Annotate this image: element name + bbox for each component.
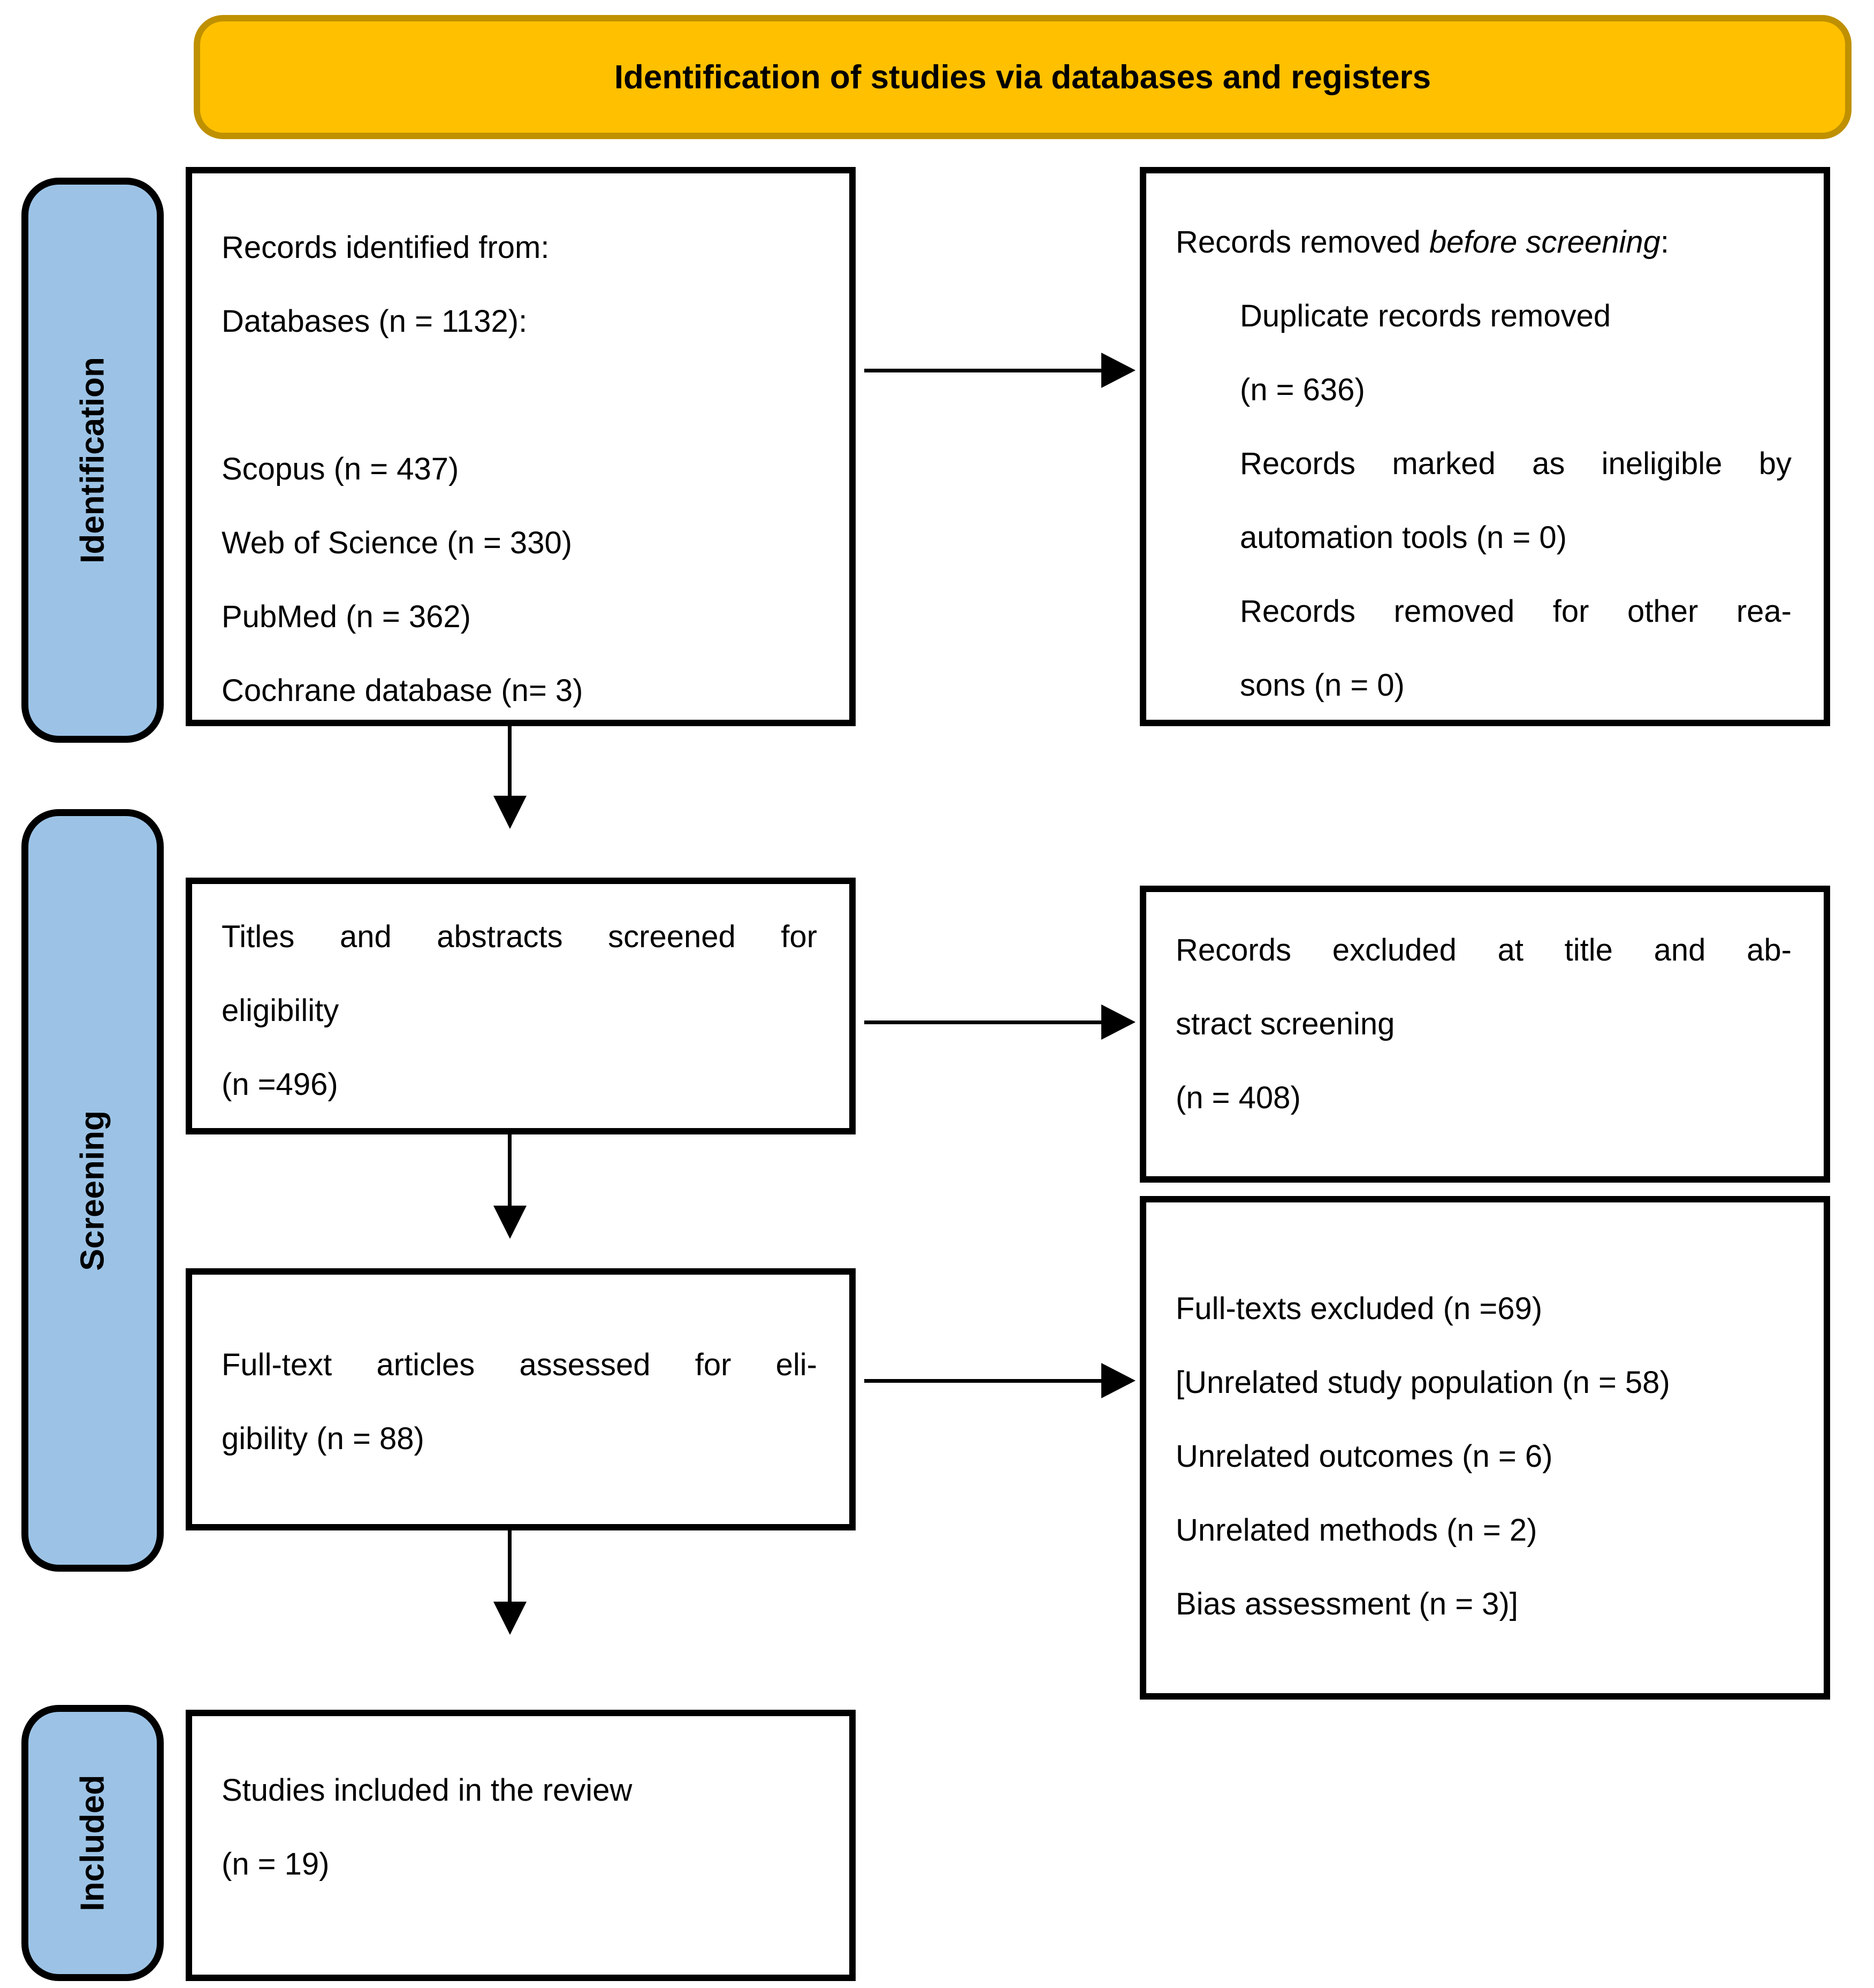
box-line-segment: Web of Science (n = 330) [222, 525, 573, 560]
box-line-segment: Records removed [1176, 225, 1429, 260]
box-line-segment: sons (n = 0) [1240, 668, 1405, 703]
box-line: Databases (n = 1132): [222, 285, 817, 359]
box-line-segment: Databases (n = 1132): [222, 304, 528, 339]
box-line-segment: (n = 19) [222, 1847, 330, 1882]
stage-screening-label: Screening [74, 1110, 111, 1271]
box-line: Full-text articles assessed for eli- [222, 1328, 817, 1402]
box-line-segment: Studies included in the review [222, 1773, 633, 1808]
records-removed-box: Records removed before screening: Duplica… [1140, 167, 1830, 726]
arrow-right-icon [864, 369, 1102, 372]
box-line: Duplicate records removed [1176, 279, 1792, 353]
box-line: Records marked as ineligible by [1176, 427, 1792, 501]
box-line-segment: : [1660, 225, 1670, 260]
box-line-segment: Cochrane database (n= 3) [222, 673, 583, 708]
box-line-segment: Unrelated methods (n = 2) [1176, 1513, 1537, 1548]
fulltext-excluded-box: Full-texts excluded (n =69) [Unrelated st… [1140, 1196, 1830, 1700]
arrow-right-icon [864, 1379, 1102, 1383]
stage-included: Included [21, 1705, 164, 1981]
box-line [222, 359, 817, 432]
box-line: PubMed (n = 362) [222, 580, 817, 654]
box-line: Records excluded at title and ab- [1176, 913, 1792, 987]
title-banner-label: Identification of studies via databases … [614, 58, 1431, 96]
arrow-down-head-icon [493, 1602, 527, 1635]
box-line: [Unrelated study population (n = 58) [1176, 1346, 1792, 1420]
box-line: Bias assessment (n = 3)] [1176, 1567, 1792, 1641]
box-line: (n = 636) [1176, 353, 1792, 427]
arrow-down-icon [508, 1133, 512, 1207]
stage-included-label: Included [74, 1774, 111, 1911]
box-line-segment: Titles and abstracts screened for [222, 919, 817, 954]
box-line-segment: Records marked as ineligible by [1240, 446, 1792, 481]
box-line-segment: (n =496) [222, 1067, 338, 1102]
stage-identification: Identification [21, 178, 164, 743]
box-line-segment: [Unrelated study population (n = 58) [1176, 1365, 1670, 1400]
stage-screening: Screening [21, 809, 164, 1572]
box-line: stract screening [1176, 987, 1792, 1061]
box-line: Records identified from: [222, 211, 817, 285]
box-line-segment: Unrelated outcomes (n = 6) [1176, 1439, 1553, 1474]
stage-identification-label: Identification [74, 357, 111, 563]
arrow-down-head-icon [493, 1206, 527, 1239]
arrow-right-icon [864, 1020, 1102, 1024]
box-line-segment: eligibility [222, 993, 339, 1028]
box-line: automation tools (n = 0) [1176, 501, 1792, 575]
box-line-segment: Bias assessment (n = 3)] [1176, 1587, 1518, 1621]
title-banner: Identification of studies via databases … [194, 15, 1852, 139]
box-line: (n = 408) [1176, 1061, 1792, 1135]
box-line: Studies included in the review [222, 1754, 817, 1827]
box-line: (n = 19) [222, 1827, 817, 1901]
box-line: eligibility [222, 974, 817, 1048]
box-line-segment: (n = 408) [1176, 1080, 1301, 1115]
box-line: (n =496) [222, 1048, 817, 1122]
box-line-segment: Records excluded at title and ab- [1176, 933, 1792, 968]
records-excluded-box: Records excluded at title and ab-stract … [1140, 886, 1830, 1183]
box-line-segment: automation tools (n = 0) [1240, 520, 1567, 555]
box-line-segment: stract screening [1176, 1007, 1395, 1041]
arrow-down-head-icon [493, 796, 527, 829]
arrow-down-icon [508, 1529, 512, 1603]
box-line-segment: Duplicate records removed [1240, 299, 1611, 333]
box-line-segment: PubMed (n = 362) [222, 599, 471, 634]
box-line: Unrelated outcomes (n = 6) [1176, 1420, 1792, 1494]
box-line-segment: Records removed for other rea- [1240, 594, 1792, 629]
box-line: Cochrane database (n= 3) [222, 654, 817, 720]
box-line: Records removed for other rea- [1176, 575, 1792, 649]
box-line-segment: Scopus (n = 437) [222, 452, 459, 486]
box-line-segment: (n = 636) [1240, 372, 1365, 407]
box-line-segment: Full-texts excluded (n =69) [1176, 1291, 1543, 1326]
box-line: Scopus (n = 437) [222, 432, 817, 506]
box-line: Titles and abstracts screened for [222, 900, 817, 974]
box-line: Records removed before screening: [1176, 205, 1792, 279]
box-line-segment: Full-text articles assessed for eli- [222, 1347, 817, 1382]
box-line-segment: Records identified from: [222, 230, 550, 265]
box-line: Web of Science (n = 330) [222, 506, 817, 580]
box-line-segment: gibility (n = 88) [222, 1421, 424, 1456]
box-line: Unrelated methods (n = 2) [1176, 1494, 1792, 1567]
arrow-right-head-icon [1101, 1004, 1136, 1040]
arrow-right-head-icon [1101, 353, 1136, 388]
studies-included-box: Studies included in the review (n = 19) [186, 1710, 856, 1981]
box-line: gibility (n = 88) [222, 1402, 817, 1476]
arrow-right-head-icon [1101, 1363, 1136, 1398]
titles-abstracts-screened-box: Titles and abstracts screened for eligibi… [186, 878, 856, 1134]
box-line-segment: before screening [1429, 225, 1660, 260]
arrow-down-icon [508, 723, 512, 797]
fulltext-assessed-box: Full-text articles assessed for eli-gibi… [186, 1268, 856, 1530]
records-identified-box: Records identified from: Databases (n = 1… [186, 167, 856, 726]
box-line: sons (n = 0) [1176, 649, 1792, 720]
box-line: Full-texts excluded (n =69) [1176, 1272, 1792, 1346]
